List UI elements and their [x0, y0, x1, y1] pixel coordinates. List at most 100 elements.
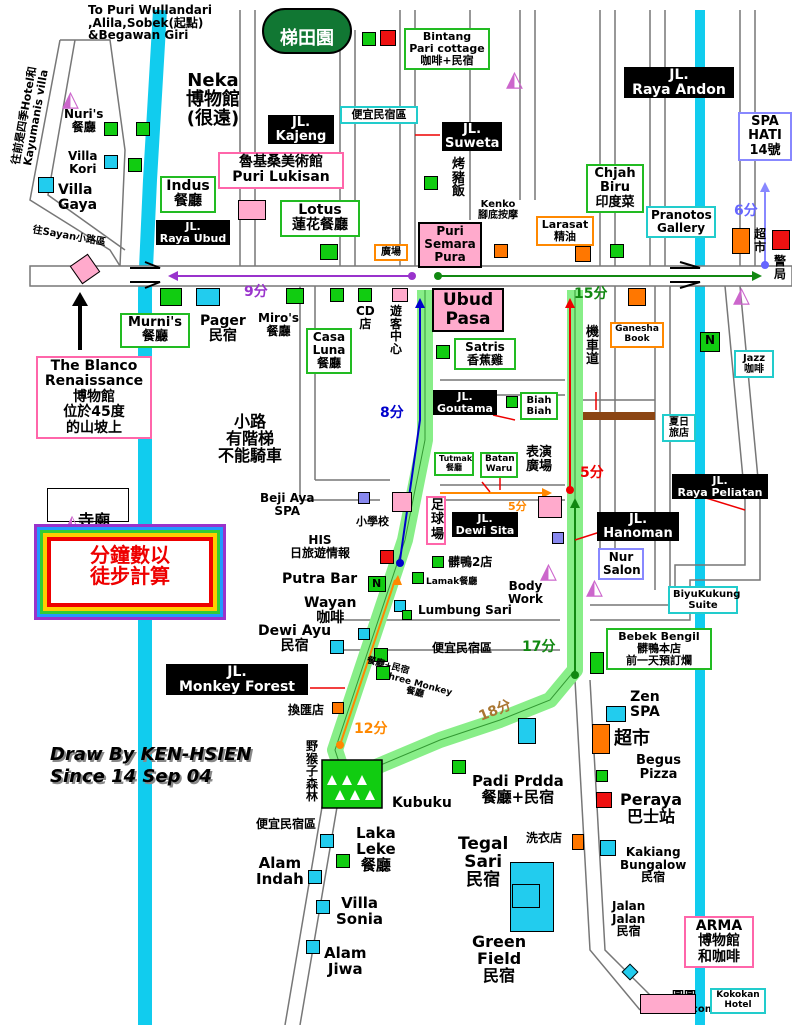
- marker-cottage2: [380, 30, 396, 46]
- place-batan-waru: Batan Waru: [480, 452, 518, 478]
- marker-police: [772, 230, 790, 250]
- place-alam-jiwa: Alam Jiwa: [324, 944, 367, 978]
- place-villa-kori: Villa Kori: [68, 149, 98, 176]
- place-plaza: 廣場: [374, 244, 408, 261]
- place-begus: Begus Pizza: [636, 753, 682, 782]
- place-murnis: Murni's 餐廳: [120, 313, 190, 348]
- place-neka: Neka 博物館 (很遠): [186, 70, 240, 129]
- place-kubuku: Kubuku: [392, 795, 452, 811]
- duration-17: 17分: [522, 639, 556, 655]
- marker-duck2: [432, 556, 444, 568]
- marker-dewi-ayu-2: [358, 628, 370, 640]
- marker-arma: [640, 994, 696, 1014]
- place-police: 警 局: [774, 254, 787, 281]
- road-goutama: JL. Goutama: [433, 390, 497, 416]
- marker-larasat: [575, 246, 591, 262]
- marker-villa-kori: [104, 155, 118, 169]
- marker-school: [392, 492, 412, 512]
- marker-indus: [128, 158, 142, 172]
- marker-villa-gaya: [38, 177, 54, 193]
- marker-supermarket1: [732, 228, 750, 254]
- marker-laka-leke: [336, 854, 350, 868]
- marker-wayan: [394, 600, 406, 612]
- place-miros: Miro's 餐廳: [258, 311, 300, 338]
- duration-8: 8分: [380, 405, 404, 421]
- place-body-work: Body Work: [508, 579, 543, 606]
- duration-12: 12分: [354, 721, 388, 737]
- place-laka-leke: Laka Leke 餐廳: [356, 824, 396, 874]
- temple-icon: ◭: [506, 67, 523, 92]
- top-left-note: To Puri Wullandari ,Alila,Sobek(起點) &Beg…: [88, 3, 212, 43]
- marker-kenko: [494, 244, 508, 258]
- temple-legend: ◭寺廟: [47, 488, 129, 529]
- place-roast-pig: 烤 豬 飯: [452, 157, 466, 200]
- place-lumbung: Lumbung Sari: [418, 603, 512, 617]
- place-alam-indah: Alam Indah: [256, 854, 304, 888]
- marker-his: [380, 550, 394, 564]
- place-jazz: Jazz 咖啡: [734, 350, 774, 378]
- marker-bebek: [590, 652, 604, 674]
- road-hanoman: JL. Hanoman: [597, 512, 679, 542]
- place-school: 小學校: [356, 515, 389, 528]
- place-inn-area1: 便宜民宿區: [340, 106, 418, 125]
- putra-n-icon: N: [372, 577, 382, 590]
- marker-lamak: [412, 572, 424, 584]
- marker-peraya: [596, 792, 612, 808]
- place-wayan: Wayan 咖啡: [304, 595, 357, 626]
- place-moto-road: 機 車 道: [586, 325, 600, 368]
- duration-5a: 5分: [580, 465, 604, 481]
- marker-putra-bar: [368, 576, 386, 592]
- place-laundry: 洗衣店: [526, 831, 563, 845]
- road-monkey-forest: JL. Monkey Forest: [166, 664, 308, 696]
- marker-neka: [136, 122, 150, 136]
- marker-supermarket2: [592, 724, 610, 754]
- place-chjah: Chjah Biru 印度菜: [586, 164, 644, 213]
- marker-tegal-sari-2: [512, 884, 540, 908]
- temple-legend-label: 寺廟: [78, 510, 111, 530]
- duration-15: 15分: [574, 286, 608, 302]
- marker-nuris: [104, 122, 118, 136]
- place-jalan-jalan: Jalan Jalan 民宿: [612, 899, 646, 939]
- place-inn-area2: 便宜民宿區: [432, 641, 493, 655]
- marker-padi: [518, 718, 536, 744]
- duration-9: 9分: [244, 284, 268, 300]
- place-tegal-sari: Tegal Sari 民宿: [458, 834, 509, 890]
- road-raya-peliatan: JL. Raya Peliatan: [672, 474, 768, 500]
- road-raya-ubud: JL. Raya Ubud: [156, 220, 230, 246]
- place-peraya: Peraya 巴士站: [620, 790, 682, 826]
- duration-6: 6分: [734, 203, 758, 219]
- temple-icon: ◭: [65, 510, 79, 530]
- marker-zen-spa: [606, 706, 626, 722]
- place-duck2: 髒鴨2店: [448, 555, 493, 569]
- place-bebek: Bebek Bengil 髒鴨本店 前一天預訂爛: [606, 628, 712, 671]
- road-suweta: JL. Suweta: [442, 122, 502, 152]
- road-dewi-sita: JL. Dewi Sita: [452, 512, 518, 538]
- marker-alam-jiwa: [306, 940, 320, 954]
- marker-jazz: [700, 332, 720, 352]
- marker-three-monkey: [376, 666, 390, 680]
- road-northwest: [60, 39, 126, 267]
- place-indus: Indus 餐廳: [160, 176, 216, 213]
- marker-lukisan: [238, 200, 266, 220]
- temple-icon: ◭: [540, 559, 557, 584]
- place-kakiang: Kakiang Bungalow 民宿: [620, 845, 687, 885]
- marker-roast-pig: [424, 176, 438, 190]
- place-villa-sonia: Villa Sonia: [336, 894, 384, 928]
- place-bintang: Bintang Pari cottage 咖啡+民宿: [404, 28, 490, 71]
- place-satris: Satris 香蕉雞: [454, 338, 516, 371]
- marker-show-plaza: [538, 496, 562, 518]
- duration-5b: 5分: [508, 500, 527, 513]
- place-nur-salon: Nur Salon: [598, 548, 644, 581]
- marker-cd-shop: [358, 288, 372, 302]
- marker-exchange: [332, 702, 344, 714]
- place-biah: Biah Biah: [520, 392, 558, 420]
- place-dewi-ayu: Dewi Ayu 民宿: [258, 623, 332, 654]
- place-villa-gaya: Villa Gaya: [58, 182, 98, 213]
- marker-inn-area3: [320, 834, 334, 848]
- place-show-plaza: 表演 廣場: [526, 445, 553, 474]
- marker-dewi-ayu: [330, 640, 344, 654]
- title-badge: 梯田園 有點距離: [262, 8, 352, 79]
- credit-line2: Since 14 Sep 04: [50, 766, 212, 787]
- place-tutmak: Tutmak 餐廳: [434, 452, 474, 476]
